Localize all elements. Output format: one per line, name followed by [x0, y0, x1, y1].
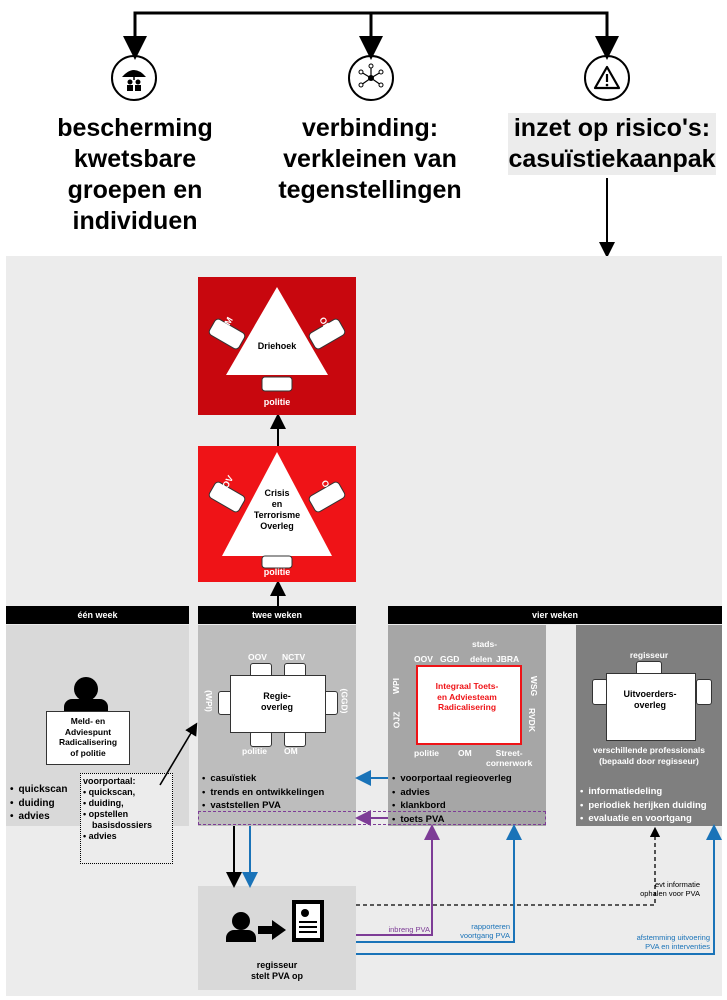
regisseur-person-icon	[232, 912, 250, 930]
regie-panel: Regie-overleg OOV NCTV (WPI) (GGD) polit…	[198, 625, 356, 826]
cto-bottom-label: politie	[263, 567, 291, 577]
regie-nctv-label: NCTV	[282, 652, 306, 662]
itar-delen-label: delen	[470, 654, 493, 664]
header-four-weeks: vier weken	[388, 606, 722, 624]
itar-street-label: Street-cornerwork	[486, 748, 533, 768]
itar-politie-label: politie	[414, 748, 440, 758]
header-one-week: één week	[6, 606, 189, 624]
network-icon	[348, 55, 394, 101]
regie-table	[230, 675, 326, 733]
driehoek-box: Driehoek BM OM politie	[198, 277, 356, 415]
itar-om-label: OM	[458, 748, 472, 758]
regie-oov-label: OOV	[248, 652, 267, 662]
document-icon	[292, 900, 324, 942]
driehoek-bottom-label: politie	[263, 397, 291, 407]
uitv-regisseur-label: regisseur	[629, 650, 669, 660]
itar-table	[416, 665, 522, 745]
person-icon	[74, 677, 98, 701]
regie-om-label: OM	[284, 746, 298, 756]
itar-oov-label: OOV	[414, 654, 433, 664]
itar-stads-label: stads-	[472, 639, 498, 649]
header-two-weeks: twee weken	[198, 606, 356, 624]
itar-jbra-label: JBRA	[496, 654, 520, 664]
regie-politie-label: politie	[242, 746, 268, 756]
umbrella-people-icon	[111, 55, 157, 101]
pva-strip	[198, 811, 546, 825]
uitvoerders-panel: Uitvoerders-overleg regisseur verschille…	[576, 625, 722, 826]
inbreng-label: inbreng PVA	[388, 925, 430, 934]
regie-bullets: casuïstiektrends en ontwikkelingenvastst…	[202, 772, 324, 813]
itar-bullets: voorportaal regieoverlegadviesklankbordt…	[392, 772, 511, 826]
warning-icon	[584, 55, 630, 101]
uitvoerders-table	[606, 673, 696, 741]
driehoek-title: Driehoek	[257, 341, 297, 351]
arrow-right-icon	[258, 920, 286, 940]
meld-bullets: quickscanduidingadvies	[10, 783, 68, 824]
voorportaal-box: voorportaal: • quickscan, • duiding, • o…	[80, 773, 173, 864]
goal-risk-text: inzet op risico's:casuïstiekaanpak	[508, 113, 716, 175]
itar-ggd-label: GGD	[440, 654, 460, 664]
uitv-sub-label: verschillende professionals(bepaald door…	[593, 745, 705, 766]
uitv-bullets: informatiedelingperiodiek herijken duidi…	[580, 785, 706, 826]
